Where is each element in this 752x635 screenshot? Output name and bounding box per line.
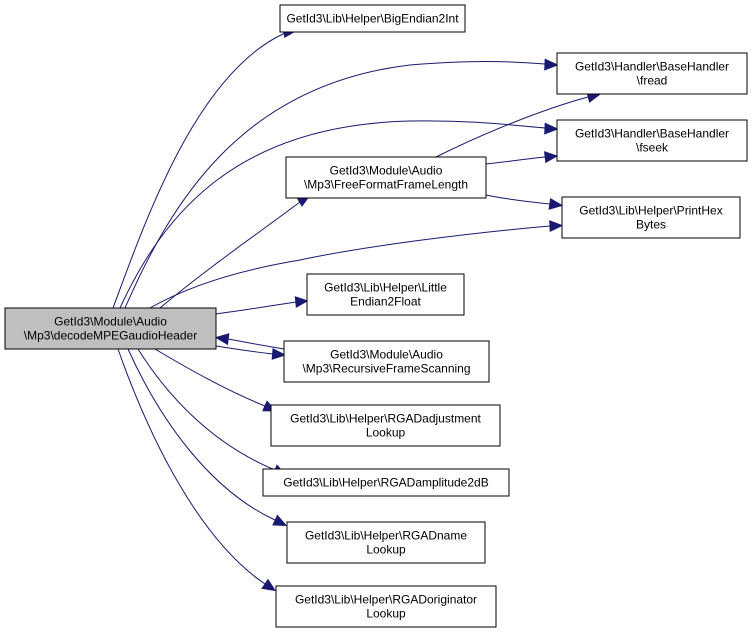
edge-line bbox=[127, 348, 276, 521]
edge-line bbox=[215, 301, 297, 315]
edge-ffframe-to-fseek bbox=[485, 151, 559, 165]
focus-node-decode: GetId3\Module\Audio\Mp3\decodeMPEGaudioH… bbox=[4, 307, 217, 350]
edge-line bbox=[227, 338, 285, 350]
node-box bbox=[4, 307, 217, 350]
node-label-line: GetId3\Module\Audio bbox=[54, 315, 167, 329]
node-be2int[interactable]: GetId3\Lib\Helper\BigEndian2Int bbox=[279, 4, 466, 33]
node-label-line: Lookup bbox=[366, 607, 406, 621]
node-label-line: Lookup bbox=[366, 426, 406, 440]
node-label-line: Endian2Float bbox=[350, 295, 421, 309]
node-box bbox=[556, 52, 748, 95]
node-label-line: Bytes bbox=[636, 218, 666, 232]
arrowhead-icon bbox=[544, 122, 559, 135]
edge-decode-to-le2float bbox=[215, 296, 309, 315]
node-box bbox=[561, 196, 741, 239]
node-label-line: GetId3\Module\Audio bbox=[330, 164, 443, 178]
node-box bbox=[275, 585, 497, 628]
arrowhead-icon bbox=[271, 348, 287, 360]
edge-decode-to-fseek bbox=[119, 120, 559, 309]
node-box bbox=[262, 468, 510, 497]
node-fread[interactable]: GetId3\Handler\BaseHandler\fread bbox=[556, 52, 748, 95]
edge-line bbox=[117, 348, 266, 585]
edge-line bbox=[215, 345, 274, 355]
node-label-line: Lookup bbox=[366, 543, 406, 557]
edge-decode-to-rgamp bbox=[137, 348, 288, 476]
edge-recursive-to-decode bbox=[214, 333, 285, 350]
node-label-line: GetId3\Lib\Helper\PrintHex bbox=[579, 204, 722, 218]
node-box bbox=[279, 4, 466, 33]
edge-decode-to-rgname bbox=[127, 348, 288, 527]
node-label-line: \fseek bbox=[636, 141, 669, 155]
edge-line bbox=[485, 156, 546, 165]
node-label-line: GetId3\Handler\BaseHandler bbox=[575, 60, 729, 74]
node-label-line: GetId3\Module\Audio bbox=[330, 348, 443, 362]
edge-ffframe-to-printhex bbox=[485, 194, 564, 210]
edge-line bbox=[485, 194, 551, 205]
node-label-line: \Mp3\RecursiveFrameScanning bbox=[302, 362, 470, 376]
edge-line bbox=[112, 32, 286, 309]
edge-line bbox=[119, 120, 546, 309]
node-box bbox=[556, 119, 748, 162]
arrowhead-icon bbox=[548, 197, 564, 210]
edge-line bbox=[435, 96, 589, 158]
edge-decode-to-fread bbox=[124, 58, 559, 309]
arrowhead-icon bbox=[294, 296, 309, 308]
node-label-line: GetId3\Lib\Helper\Little bbox=[324, 281, 447, 295]
arrowhead-icon bbox=[272, 514, 288, 527]
node-label-line: \Mp3\decodeMPEGaudioHeader bbox=[24, 329, 197, 343]
node-label-line: GetId3\Handler\BaseHandler bbox=[575, 127, 729, 141]
edge-line bbox=[154, 348, 266, 407]
node-box bbox=[270, 404, 501, 447]
arrowhead-icon bbox=[261, 578, 277, 592]
node-rgamp[interactable]: GetId3\Lib\Helper\RGADamplitude2dB bbox=[262, 468, 510, 497]
edge-line bbox=[124, 61, 546, 309]
edge-decode-to-printhex bbox=[149, 220, 564, 309]
node-ffframe[interactable]: GetId3\Module\Audio\Mp3\FreeFormatFrameL… bbox=[285, 156, 487, 199]
node-label-line: GetId3\Lib\Helper\RGADadjustment bbox=[290, 412, 481, 426]
arrowhead-icon bbox=[544, 58, 559, 71]
edge-line bbox=[149, 225, 551, 309]
node-label-line: GetId3\Lib\Helper\BigEndian2Int bbox=[286, 12, 459, 26]
node-box bbox=[306, 273, 465, 316]
node-label-line: \Mp3\FreeFormatFrameLength bbox=[304, 178, 468, 192]
arrowhead-icon bbox=[214, 333, 230, 346]
node-box bbox=[283, 340, 490, 383]
edge-decode-to-recursive bbox=[215, 345, 287, 360]
edge-line bbox=[137, 348, 276, 471]
arrowhead-icon bbox=[544, 151, 559, 164]
node-recursive[interactable]: GetId3\Module\Audio\Mp3\RecursiveFrameSc… bbox=[283, 340, 490, 383]
arrowhead-icon bbox=[549, 220, 564, 232]
node-label-line: GetId3\Lib\Helper\RGADname bbox=[305, 529, 467, 543]
node-fseek[interactable]: GetId3\Handler\BaseHandler\fseek bbox=[556, 119, 748, 162]
node-label-line: GetId3\Lib\Helper\RGADoriginator bbox=[295, 593, 477, 607]
call-graph-nodes: GetId3\Module\Audio\Mp3\decodeMPEGaudioH… bbox=[4, 4, 748, 628]
node-label-line: \fread bbox=[637, 74, 668, 88]
node-box bbox=[286, 521, 486, 564]
node-box bbox=[285, 156, 487, 199]
edge-decode-to-rgadj bbox=[154, 348, 278, 412]
edge-decode-to-rgorig bbox=[117, 348, 277, 592]
node-label-line: GetId3\Lib\Helper\RGADamplitude2dB bbox=[283, 476, 488, 490]
